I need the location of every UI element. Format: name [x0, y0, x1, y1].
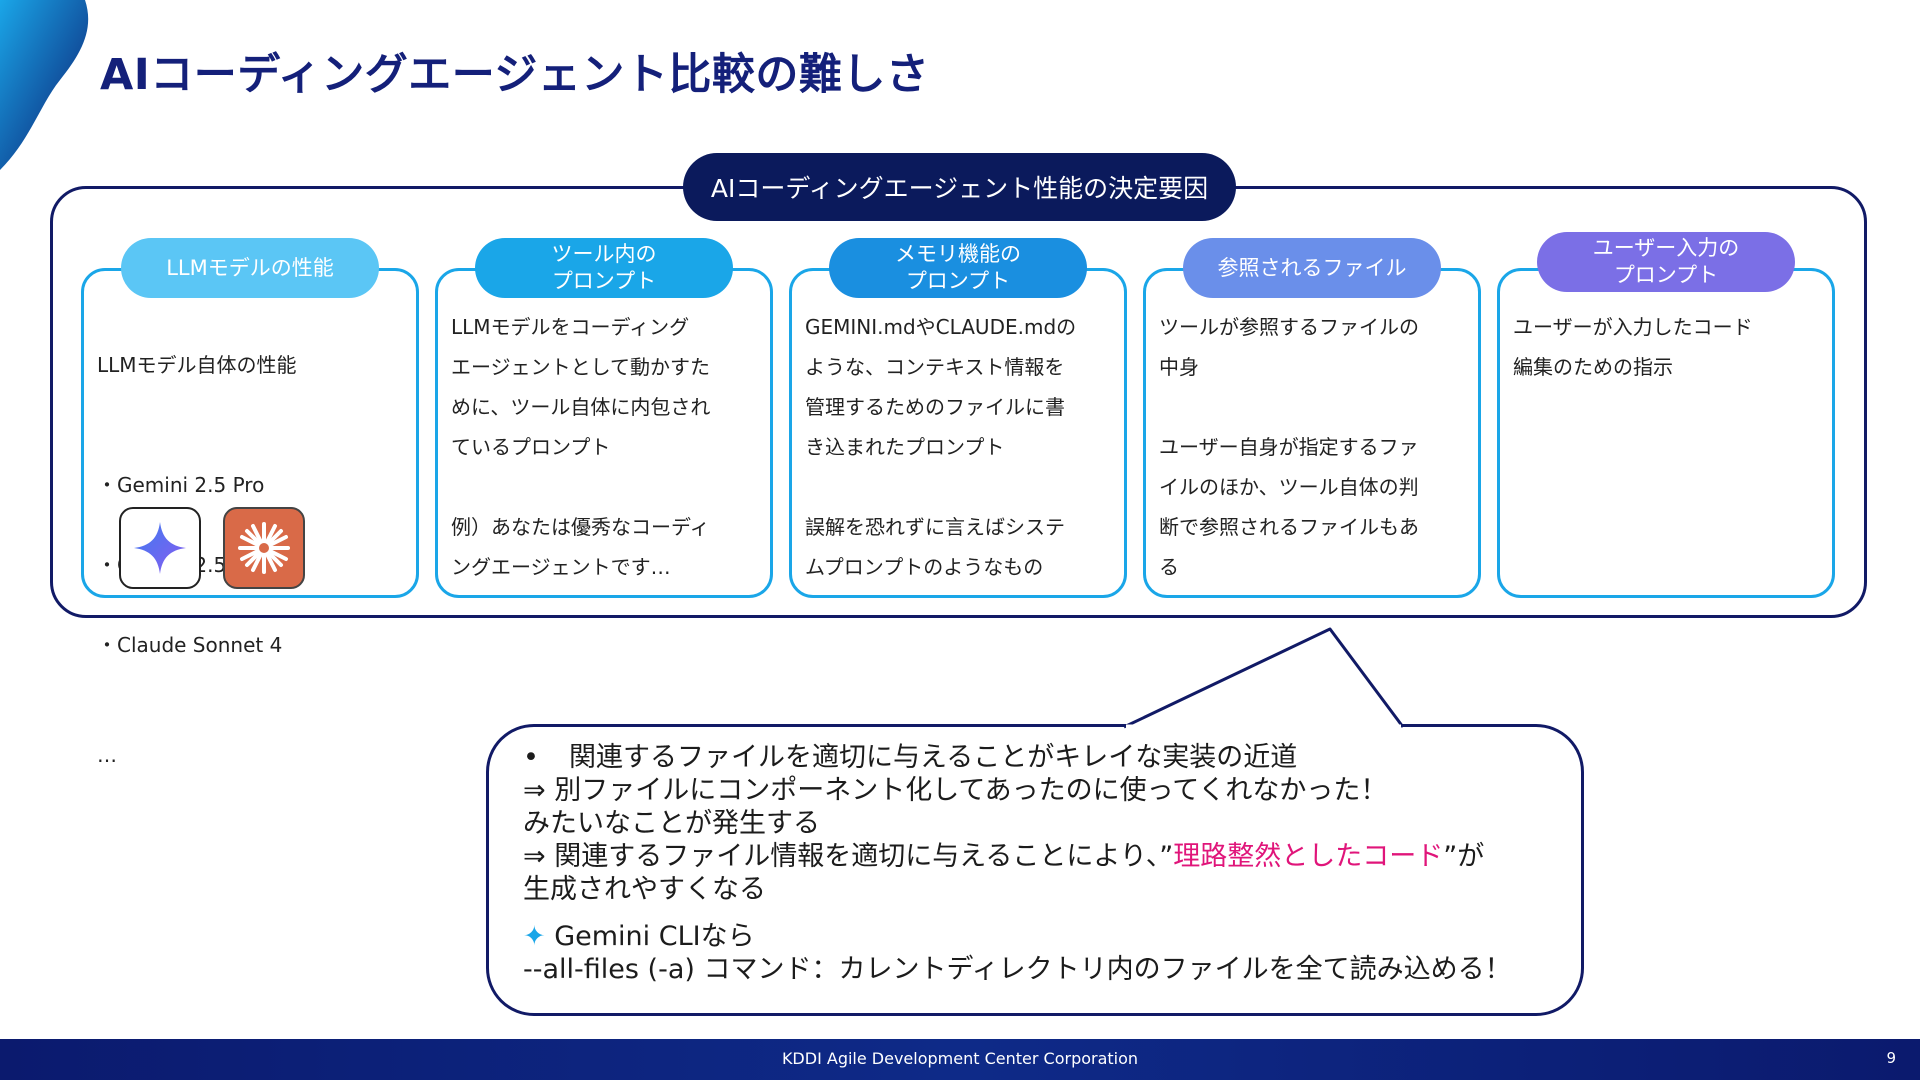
- card-memory-prompt: GEMINI.mdやCLAUDE.mdの ような、コンテキスト情報を 管理するた…: [789, 268, 1127, 598]
- list-item: ・Gemini 2.5 Pro: [97, 473, 265, 497]
- callout-line-2: ⇒ 別ファイルにコンポーネント化してあったのに使ってくれなかった！: [523, 775, 1388, 806]
- card-user-prompt: ユーザーが入力したコード 編集のための指示: [1497, 268, 1835, 598]
- frame-header: AIコーディングエージェント性能の決定要因: [683, 153, 1236, 221]
- list-item: ・Claude Sonnet 4: [97, 633, 283, 657]
- callout-text: • 関連するファイルを適切に与えることがキレイな実装の近道 ⇒ 別ファイルにコンポ…: [523, 741, 1561, 986]
- callout-line-5: 生成されやすくなる: [523, 874, 766, 905]
- card-body: GEMINI.mdやCLAUDE.mdの ような、コンテキスト情報を 管理するた…: [805, 315, 1077, 579]
- page-number: 9: [1886, 1049, 1896, 1067]
- card-body: ユーザーが入力したコード 編集のための指示: [1513, 315, 1753, 379]
- card-llm-model: LLMモデル自体の性能 ・Gemini 2.5 Pro ・Gemini 2.5 …: [81, 268, 419, 765]
- card-pill-files: 参照されるファイル: [1183, 238, 1441, 298]
- card-pill-user: ユーザー入力の プロンプト: [1537, 232, 1795, 292]
- gemini-cli-line: Gemini CLIなら: [554, 921, 755, 952]
- card-referenced-files: ツールが参照するファイルの 中身 ユーザー自身が指定するファ イルのほか、ツール…: [1143, 268, 1481, 598]
- ellipsis: …: [97, 743, 117, 767]
- card-pill-tool: ツール内の プロンプト: [475, 238, 733, 298]
- card-pill-llm: LLMモデルの性能: [121, 238, 379, 298]
- card-body: LLMモデルをコーディング エージェントとして動かすた めに、ツール自体に内包さ…: [451, 315, 711, 579]
- card-pill-memory: メモリ機能の プロンプト: [829, 238, 1087, 298]
- callout-line-3: みたいなことが発生する: [523, 808, 820, 839]
- footer-bar: KDDI Agile Development Center Corporatio…: [0, 1039, 1920, 1080]
- footer-company: KDDI Agile Development Center Corporatio…: [781, 1049, 1139, 1068]
- callout-line-4-prefix: ⇒ 関連するファイル情報を適切に与えることにより、”: [523, 841, 1174, 872]
- callout-line-4-suffix: ”が: [1443, 841, 1485, 872]
- card-tool-prompt: LLMモデルをコーディング エージェントとして動かすた めに、ツール自体に内包さ…: [435, 268, 773, 598]
- logo-row: [119, 507, 305, 589]
- callout-line-1: 関連するファイルを適切に与えることがキレイな実装の近道: [569, 742, 1298, 773]
- card-heading: LLMモデル自体の性能: [97, 353, 297, 377]
- highlight-text: 理路整然としたコード: [1173, 841, 1444, 872]
- corner-decoration: [0, 0, 89, 170]
- slide-title: AIコーディングエージェント比較の難しさ: [100, 50, 930, 100]
- claude-logo-icon: [223, 507, 305, 589]
- sparkle-icon: ✦: [523, 921, 546, 952]
- callout-box: • 関連するファイルを適切に与えることがキレイな実装の近道 ⇒ 別ファイルにコンポ…: [486, 724, 1584, 1016]
- gemini-logo-icon: [119, 507, 201, 589]
- bullet-dot: •: [523, 742, 539, 773]
- command-line: --all-files (-a) コマンド：カレントディレクトリ内のファイルを全…: [523, 954, 1512, 985]
- card-body: ツールが参照するファイルの 中身 ユーザー自身が指定するファ イルのほか、ツール…: [1159, 315, 1419, 579]
